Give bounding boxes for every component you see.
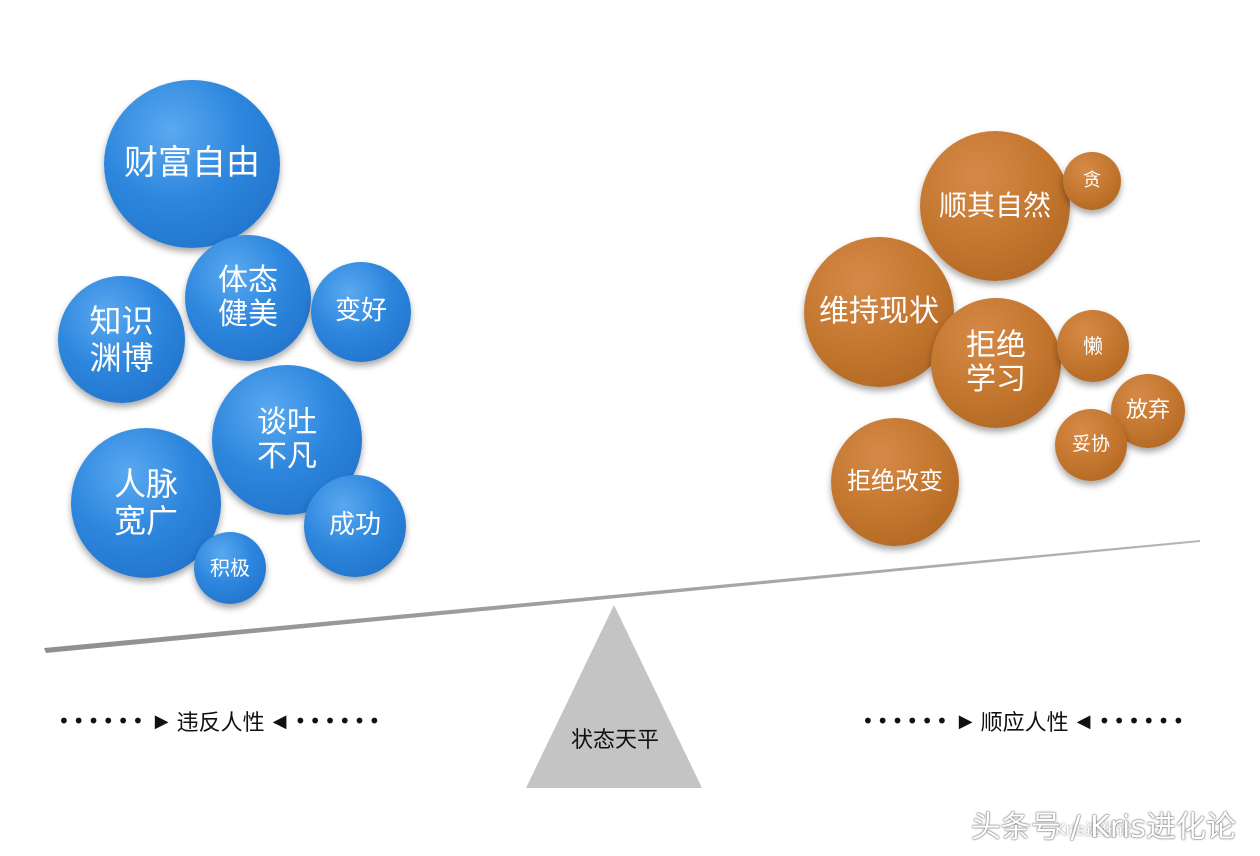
watermark-small: Kris进化论 [1055,820,1133,839]
dotted-line-left: •••••• [862,709,951,733]
bubble-get-better: 变好 [311,262,411,362]
fulcrum-triangle [526,605,702,788]
label-against-nature: •••••• ▶ 违反人性 ◀ •••••• [58,705,383,737]
label-follow-nature-text: 顺应人性 [980,711,1069,736]
bubble-positive: 积极 [194,532,266,604]
bubble-status-quo: 维持现状 [804,237,954,387]
bubble-refuse-learning: 拒绝 学习 [931,298,1061,428]
bubble-let-it-be: 顺其自然 [920,131,1070,281]
balance-beam [44,540,1200,653]
arrow-left-icon: ◀ [272,710,287,732]
bubble-lazy: 懒 [1057,310,1129,382]
dotted-line-left: •••••• [58,709,147,733]
dotted-line-right: •••••• [1098,709,1188,733]
bubble-fit-body: 体态 健美 [185,235,311,361]
bubble-greed: 贪 [1063,152,1121,210]
arrow-left-icon: ◀ [1076,710,1091,732]
arrow-right-icon: ▶ [958,710,973,732]
bubble-eloquent: 谈吐 不凡 [212,365,362,515]
arrow-right-icon: ▶ [154,710,169,732]
bubble-refuse-change: 拒绝改变 [831,418,959,546]
bubble-success: 成功 [304,475,406,577]
bubble-financial-freedom: 财富自由 [104,80,280,248]
label-against-nature-text: 违反人性 [176,711,265,736]
bubble-compromise: 妥协 [1055,409,1127,481]
fulcrum-label: 状态天平 [570,728,659,753]
watermark: 头条号 / Kris进化论 [970,810,1236,845]
label-follow-nature: •••••• ▶ 顺应人性 ◀ •••••• [862,705,1187,737]
bubble-knowledgeable: 知识 渊博 [58,276,185,403]
dotted-line-right: •••••• [294,709,384,733]
